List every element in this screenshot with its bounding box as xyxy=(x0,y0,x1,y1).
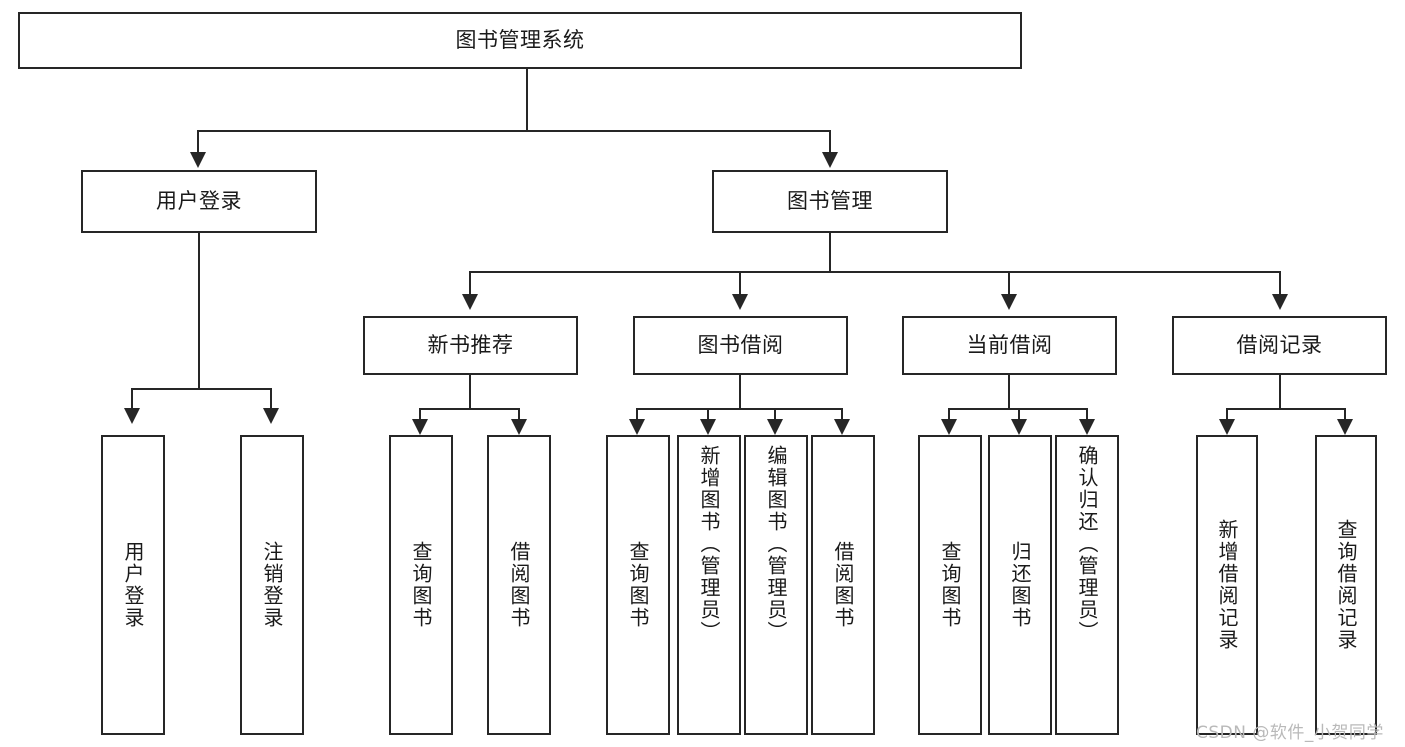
leaf-confirm-return[interactable]: 确认归还（管理员） xyxy=(1055,435,1119,735)
edge-book-borrow-bus xyxy=(637,408,843,410)
arrow-bb-to-leaf-3 xyxy=(767,419,783,435)
arrow-bm-to-current-borrow xyxy=(1001,294,1017,310)
leaf-user-login[interactable]: 用户登录 xyxy=(101,435,165,735)
edge-bm-to-new-book xyxy=(469,271,471,296)
edge-borrow-record-bus xyxy=(1227,408,1346,410)
arrow-br-to-leaf-1 xyxy=(1219,419,1235,435)
edge-bb-to-leaf-2 xyxy=(707,408,709,422)
node-book-manage-label: 图书管理 xyxy=(787,189,873,214)
leaf-query-book-1[interactable]: 查询图书 xyxy=(389,435,453,735)
edge-bm-to-current-borrow xyxy=(1008,271,1010,296)
arrow-br-to-leaf-2 xyxy=(1337,419,1353,435)
edge-cb-to-leaf-2 xyxy=(1018,408,1020,422)
edge-user-login-to-leaf-2 xyxy=(270,388,272,410)
arrow-cb-to-leaf-2 xyxy=(1011,419,1027,435)
arrow-root-to-book-manage xyxy=(822,152,838,168)
leaf-borrow-book-1-label: 借阅图书 xyxy=(507,541,531,629)
leaf-query-book-2[interactable]: 查询图书 xyxy=(606,435,670,735)
edge-root-bus xyxy=(198,130,830,132)
edge-root-to-book-manage xyxy=(829,130,831,154)
leaf-query-book-1-label: 查询图书 xyxy=(409,541,433,629)
edge-nb-to-leaf-1 xyxy=(419,408,421,422)
leaf-add-book-label: 新增图书（管理员） xyxy=(697,445,721,643)
arrow-user-login-to-leaf-2 xyxy=(263,408,279,424)
arrow-nb-to-leaf-1 xyxy=(412,419,428,435)
edge-user-login-to-leaf-1 xyxy=(131,388,133,410)
leaf-add-record[interactable]: 新增借阅记录 xyxy=(1196,435,1258,735)
edge-user-login-stem xyxy=(198,233,200,389)
edge-new-book-bus xyxy=(420,408,520,410)
arrow-bb-to-leaf-1 xyxy=(629,419,645,435)
edge-book-manage-stem xyxy=(829,233,831,272)
leaf-query-book-2-label: 查询图书 xyxy=(626,541,650,629)
leaf-confirm-return-label: 确认归还（管理员） xyxy=(1075,445,1099,643)
node-user-login[interactable]: 用户登录 xyxy=(81,170,317,233)
edge-borrow-record-stem xyxy=(1279,375,1281,409)
arrow-cb-to-leaf-1 xyxy=(941,419,957,435)
edge-cb-to-leaf-3 xyxy=(1086,408,1088,422)
edge-cb-to-leaf-1 xyxy=(948,408,950,422)
leaf-query-record-label: 查询借阅记录 xyxy=(1334,519,1358,651)
leaf-borrow-book-1[interactable]: 借阅图书 xyxy=(487,435,551,735)
leaf-return-book-label: 归还图书 xyxy=(1008,541,1032,629)
edge-root-to-user-login xyxy=(197,130,199,154)
node-root-label: 图书管理系统 xyxy=(455,28,585,53)
node-user-login-label: 用户登录 xyxy=(156,189,242,214)
edge-current-borrow-stem xyxy=(1008,375,1010,409)
node-book-manage[interactable]: 图书管理 xyxy=(712,170,948,233)
edge-root-stem xyxy=(526,69,528,131)
node-book-borrow[interactable]: 图书借阅 xyxy=(633,316,848,375)
leaf-return-book[interactable]: 归还图书 xyxy=(988,435,1052,735)
leaf-user-login-label: 用户登录 xyxy=(121,541,145,629)
edge-br-to-leaf-1 xyxy=(1226,408,1228,422)
node-current-borrow-label: 当前借阅 xyxy=(966,333,1053,358)
arrow-bb-to-leaf-4 xyxy=(834,419,850,435)
node-new-book-rec[interactable]: 新书推荐 xyxy=(363,316,578,375)
node-borrow-record-label: 借阅记录 xyxy=(1236,333,1323,358)
arrow-cb-to-leaf-3 xyxy=(1079,419,1095,435)
edge-nb-to-leaf-2 xyxy=(518,408,520,422)
edge-br-to-leaf-2 xyxy=(1344,408,1346,422)
leaf-borrow-book-2-label: 借阅图书 xyxy=(831,541,855,629)
leaf-query-record[interactable]: 查询借阅记录 xyxy=(1315,435,1377,735)
leaf-edit-book-label: 编辑图书（管理员） xyxy=(764,445,788,643)
edge-user-login-bus xyxy=(132,388,272,390)
arrow-user-login-to-leaf-1 xyxy=(124,408,140,424)
leaf-add-book[interactable]: 新增图书（管理员） xyxy=(677,435,741,735)
edge-bm-to-book-borrow xyxy=(739,271,741,296)
node-new-book-rec-label: 新书推荐 xyxy=(427,333,514,358)
edge-bb-to-leaf-1 xyxy=(636,408,638,422)
edge-new-book-stem xyxy=(469,375,471,409)
leaf-borrow-book-2[interactable]: 借阅图书 xyxy=(811,435,875,735)
leaf-add-record-label: 新增借阅记录 xyxy=(1215,519,1239,651)
leaf-logout[interactable]: 注销登录 xyxy=(240,435,304,735)
leaf-query-book-3-label: 查询图书 xyxy=(938,541,962,629)
edge-bb-to-leaf-3 xyxy=(774,408,776,422)
csdn-watermark: CSDN @软件_小贺同学 xyxy=(1196,723,1384,743)
leaf-query-book-3[interactable]: 查询图书 xyxy=(918,435,982,735)
arrow-bm-to-new-book xyxy=(462,294,478,310)
node-root[interactable]: 图书管理系统 xyxy=(18,12,1022,69)
arrow-root-to-user-login xyxy=(190,152,206,168)
arrow-bm-to-borrow-record xyxy=(1272,294,1288,310)
node-borrow-record[interactable]: 借阅记录 xyxy=(1172,316,1387,375)
node-current-borrow[interactable]: 当前借阅 xyxy=(902,316,1117,375)
arrow-nb-to-leaf-2 xyxy=(511,419,527,435)
leaf-logout-label: 注销登录 xyxy=(260,541,284,629)
leaf-edit-book[interactable]: 编辑图书（管理员） xyxy=(744,435,808,735)
edge-book-borrow-stem xyxy=(739,375,741,409)
edge-bm-to-borrow-record xyxy=(1279,271,1281,296)
node-book-borrow-label: 图书借阅 xyxy=(697,333,784,358)
arrow-bb-to-leaf-2 xyxy=(700,419,716,435)
edge-bb-to-leaf-4 xyxy=(841,408,843,422)
edge-book-manage-bus xyxy=(469,271,1281,273)
arrow-bm-to-book-borrow xyxy=(732,294,748,310)
